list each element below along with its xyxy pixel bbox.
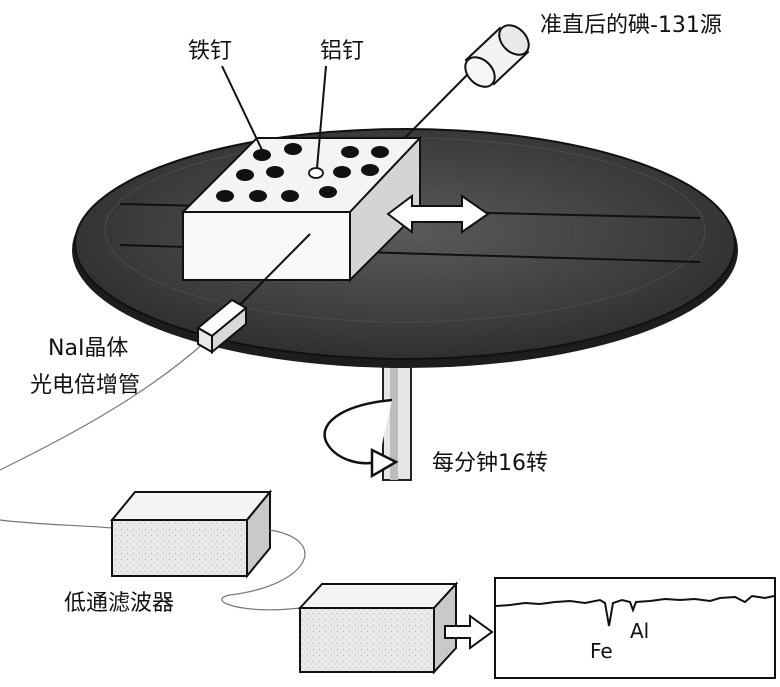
sample-block xyxy=(180,135,423,283)
motion-arrow xyxy=(386,194,490,234)
iron-nail-dot xyxy=(216,190,234,202)
iron-nail-dot xyxy=(253,149,271,161)
nai-crystal-label: NaI晶体 xyxy=(48,336,128,361)
rotation-arrow xyxy=(323,398,399,479)
iron-nail-dot xyxy=(281,190,299,202)
aluminum-nail-label: 铝钉 xyxy=(320,39,364,64)
aluminum-nail-dot xyxy=(308,167,324,179)
al-peak-label: Al xyxy=(630,619,649,643)
iron-nail-dot xyxy=(284,143,302,155)
recorder-panel xyxy=(494,577,776,679)
output-arrow xyxy=(444,614,494,650)
iron-nail-dot xyxy=(266,166,284,178)
source-label: 准直后的碘-131源 xyxy=(540,13,722,38)
iron-nail-dot xyxy=(371,146,389,158)
iron-nail-dot xyxy=(249,190,267,202)
cable-filter-to-amp xyxy=(221,529,306,611)
amplifier-box xyxy=(297,581,459,675)
iron-nail-dot xyxy=(319,186,337,198)
nai-crystal-detector xyxy=(196,298,248,355)
cable-pmt-to-filter xyxy=(0,341,206,471)
pmt-label: 光电倍增管 xyxy=(30,373,140,398)
iron-nail-dot xyxy=(341,146,359,158)
filter-label: 低通滤波器 xyxy=(64,591,174,616)
iron-nail-label: 铁钉 xyxy=(188,39,232,64)
iron-nail-leader xyxy=(221,65,263,151)
low-pass-filter-box xyxy=(109,489,273,579)
aluminum-nail-leader xyxy=(316,65,327,169)
cable-left-edge xyxy=(0,519,113,529)
iron-nail-dot xyxy=(333,166,351,178)
signal-trace xyxy=(495,594,775,627)
rotation-label: 每分钟16转 xyxy=(432,451,548,476)
source-cylinder xyxy=(464,24,530,88)
fe-peak-label: Fe xyxy=(590,639,613,663)
iron-nail-dot xyxy=(361,164,379,176)
iron-nail-dot xyxy=(236,169,254,181)
